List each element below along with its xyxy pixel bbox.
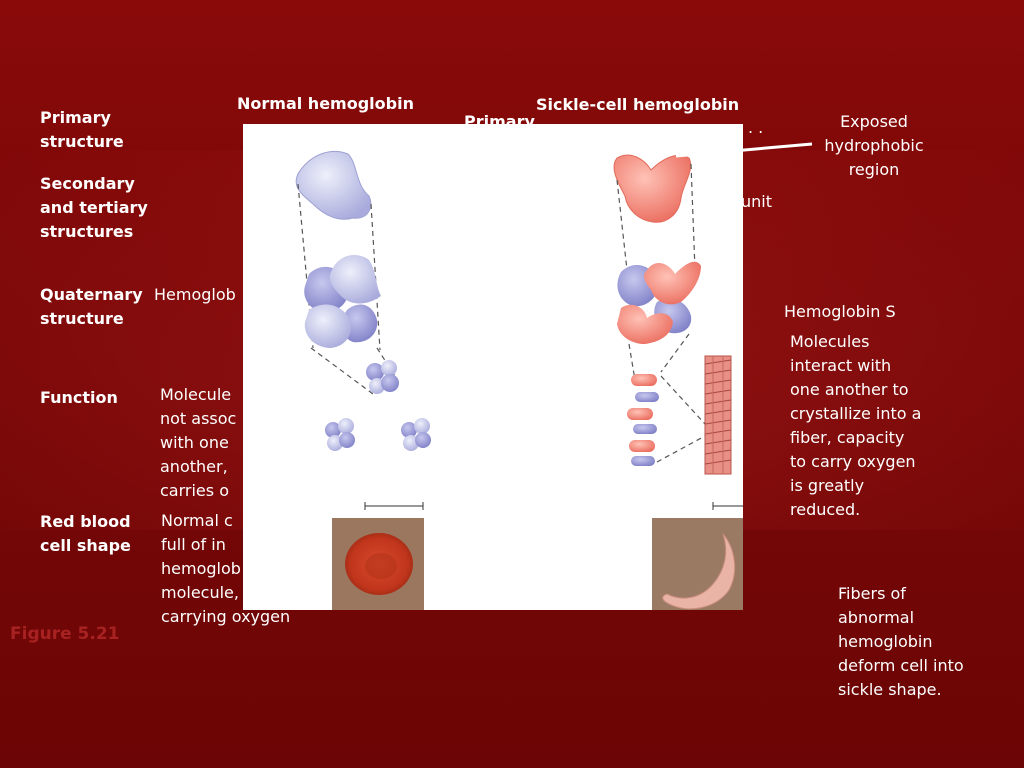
normal-rbc-text: Normal c full of in hemoglob molecule, c… bbox=[161, 511, 291, 626]
normal-hemoglobin-molecule-icon bbox=[366, 360, 399, 394]
sickle-hemoglobin-tetramer-icon bbox=[617, 261, 701, 344]
normal-hemoglobin-molecule-icon-2 bbox=[325, 418, 355, 451]
sickle-scale-bar bbox=[712, 502, 743, 510]
row-label-primary: Primary structure bbox=[40, 108, 124, 151]
normal-scale-bar bbox=[364, 502, 424, 510]
normal-red-blood-cell-photo bbox=[332, 518, 424, 610]
sickle-red-blood-cell-photo bbox=[652, 518, 743, 610]
normal-subunit-icon bbox=[295, 150, 372, 220]
normal-hemoglobin-tetramer-icon bbox=[304, 255, 381, 348]
subunit-label: unit bbox=[741, 192, 772, 211]
sequence-continuation-dots: . . bbox=[748, 118, 764, 137]
sickle-subunit-icon bbox=[613, 154, 692, 223]
row-label-secondary-tertiary: Secondary and tertiary structures bbox=[40, 174, 148, 241]
hemoglobin-s-label: Hemoglobin S bbox=[784, 302, 896, 321]
sickle-function-text: Molecules interact with one another to c… bbox=[790, 332, 922, 519]
sickle-hemoglobin-chain-icon bbox=[627, 374, 659, 466]
row-label-function: Function bbox=[40, 388, 118, 407]
exposed-hydrophobic-label: Exposed hydrophobic region bbox=[824, 112, 924, 179]
hydrophobic-pointer-line bbox=[676, 142, 813, 158]
row-label-quaternary: Quaternary structure bbox=[40, 285, 143, 328]
sickle-rbc-text: Fibers of abnormal hemoglobin deform cel… bbox=[838, 584, 964, 699]
normal-quaternary-label: Hemoglob bbox=[154, 285, 236, 304]
sickle-hemoglobin-fiber-icon bbox=[704, 355, 732, 475]
row-label-rbc-shape: Red blood cell shape bbox=[40, 512, 131, 555]
diagram-panel bbox=[243, 124, 743, 610]
hemoglobin-illustration bbox=[295, 150, 743, 610]
val-residue-label: Val bbox=[686, 126, 700, 136]
heading-normal-hemoglobin: Normal hemoglobin bbox=[237, 94, 414, 113]
normal-hemoglobin-molecule-icon-3 bbox=[401, 418, 431, 451]
figure-label: Figure 5.21 bbox=[10, 624, 120, 644]
heading-sickle-hemoglobin: Sickle-cell hemoglobin bbox=[536, 95, 740, 114]
normal-function-text: Molecule not assoc with one another, car… bbox=[160, 385, 237, 500]
